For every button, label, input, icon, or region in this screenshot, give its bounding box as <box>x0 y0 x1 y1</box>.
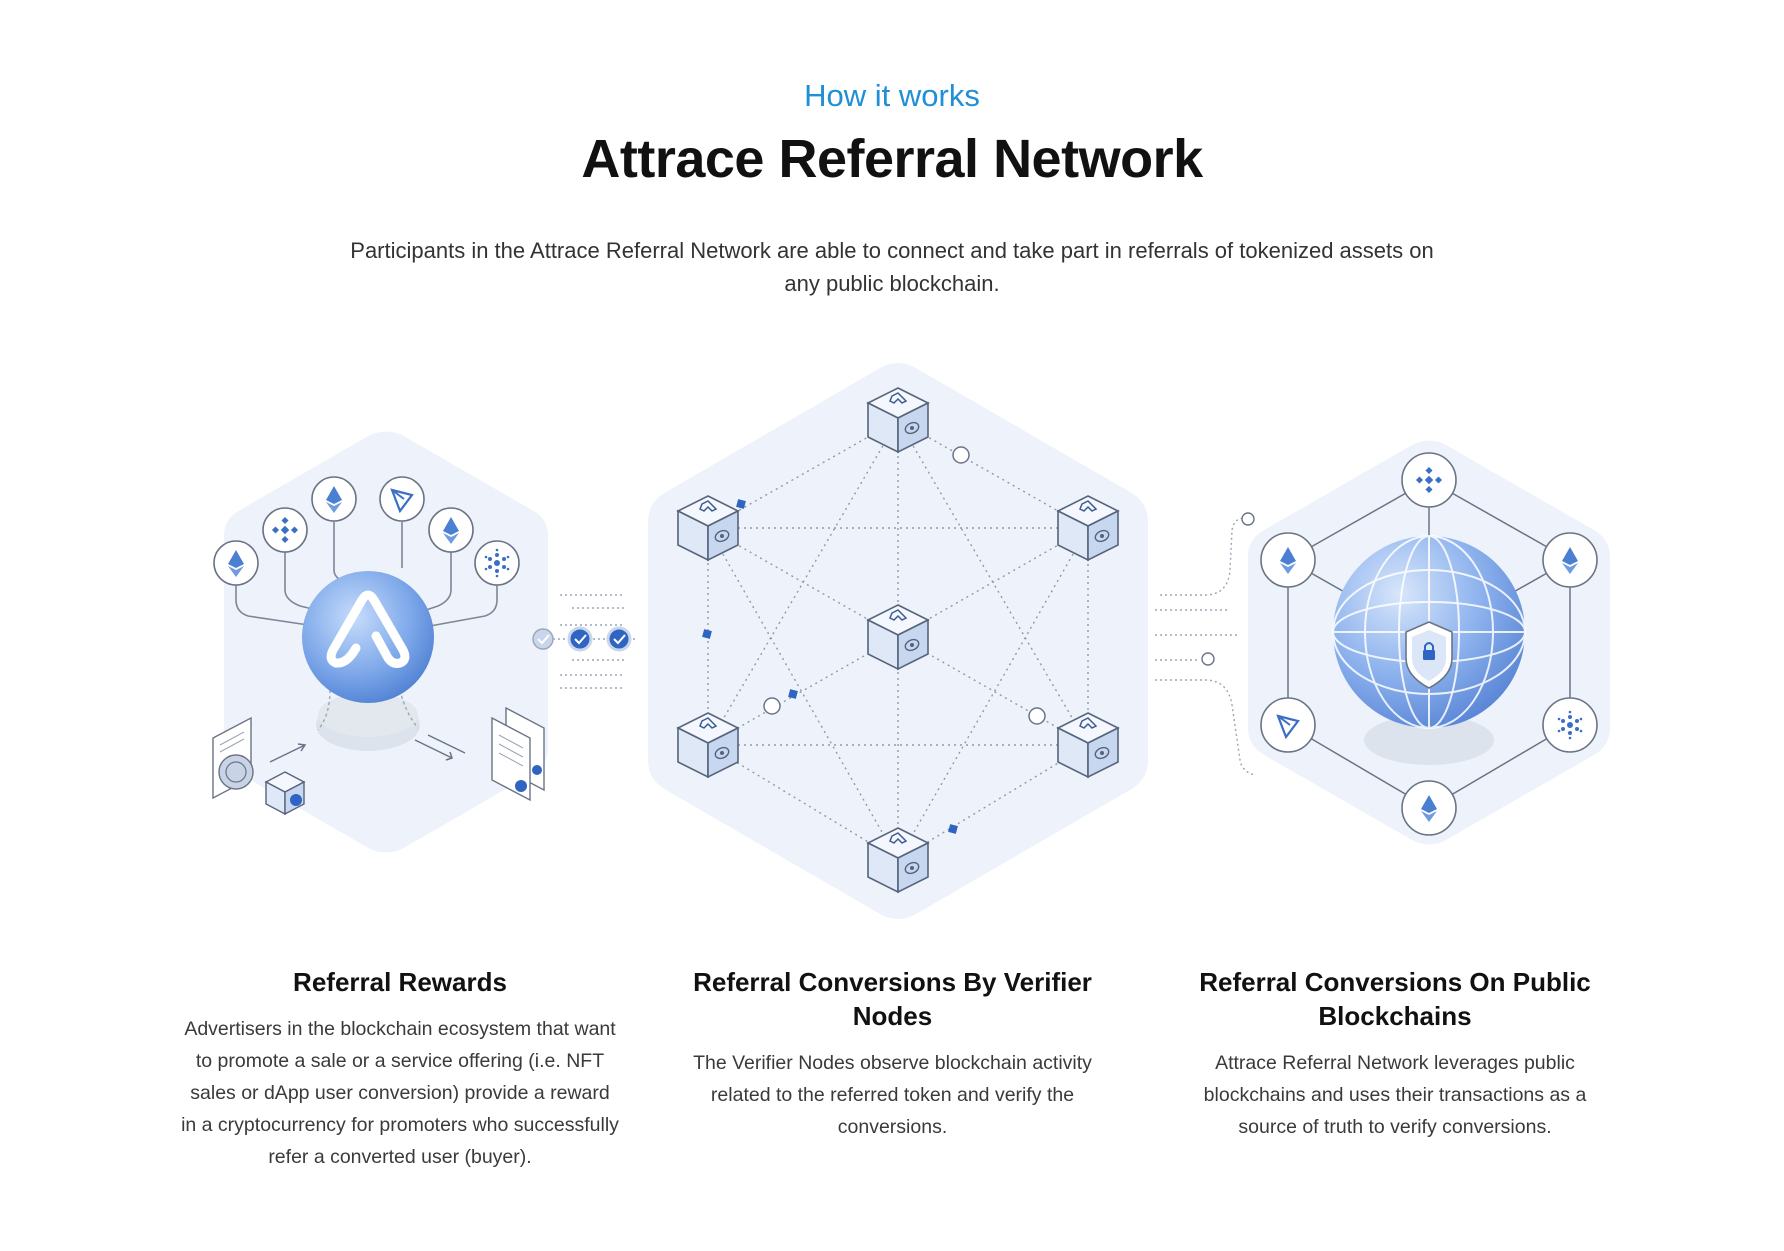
token-ethereum-icon <box>213 540 259 586</box>
section-eyebrow: How it works <box>804 78 980 113</box>
token-ethereum-icon <box>311 476 357 522</box>
feature-public-blockchains: Referral Conversions On Public Blockchai… <box>1180 965 1610 1143</box>
document-stack-left <box>212 716 254 800</box>
intro-text: Participants in the Attrace Referral Net… <box>350 238 1434 296</box>
feature-verifier-nodes: Referral Conversions By Verifier Nodes T… <box>680 965 1105 1143</box>
chain-tron-icon <box>1260 697 1316 753</box>
verifier-nodes-illustration <box>648 363 1148 919</box>
referral-rewards-illustration <box>212 431 548 853</box>
feature-description: Advertisers in the blockchain ecosystem … <box>181 1018 619 1168</box>
public-blockchains-illustration <box>1248 440 1610 845</box>
chain-binance-icon <box>1401 452 1457 508</box>
token-binance-icon <box>262 507 308 553</box>
chain-ethereum-icon <box>1401 780 1457 836</box>
connector-right <box>1155 517 1256 776</box>
feature-description: Attrace Referral Network leverages publi… <box>1203 1052 1587 1138</box>
network-illustration <box>212 363 1610 919</box>
chain-ethereum-icon <box>1260 532 1316 588</box>
chain-cardano-icon <box>1542 697 1598 753</box>
page-title: Attrace Referral Network <box>581 129 1203 189</box>
feature-title: Referral Conversions By Verifier Nodes <box>693 967 1092 1031</box>
token-tron-icon <box>379 476 425 522</box>
feature-description: The Verifier Nodes observe blockchain ac… <box>693 1052 1092 1138</box>
verification-checks <box>532 626 632 652</box>
token-ethereum-icon <box>428 507 474 553</box>
shield-lock-icon <box>1405 621 1453 689</box>
token-cardano-icon <box>474 540 520 586</box>
document-stack-right <box>491 706 545 802</box>
feature-referral-rewards: Referral Rewards Advertisers in the bloc… <box>180 965 620 1173</box>
attrace-logo-icon <box>326 590 410 668</box>
cube-checkmark-icon <box>264 771 306 816</box>
feature-title: Referral Conversions On Public Blockchai… <box>1199 967 1591 1031</box>
chain-ethereum-icon <box>1542 532 1598 588</box>
feature-title: Referral Rewards <box>293 967 507 997</box>
